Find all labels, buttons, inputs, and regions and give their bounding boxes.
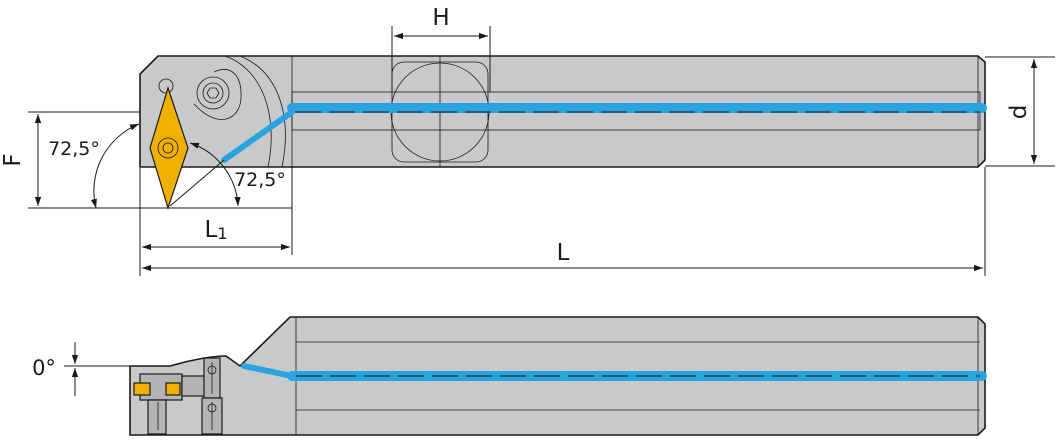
dimension-F: F (0, 111, 168, 209)
label-d: d (1006, 105, 1032, 120)
screw-icon (196, 76, 230, 110)
label-zero-angle: 0° (32, 356, 56, 380)
dimension-H: H (391, 5, 491, 92)
label-L1: L1 (204, 217, 227, 243)
dimension-d: d (985, 56, 1055, 167)
dimension-L: L (139, 167, 986, 276)
dimension-zero-angle: 0° (32, 342, 130, 396)
label-L: L (557, 240, 570, 266)
insert-side-right (165, 382, 181, 396)
dimension-L1: L1 (139, 167, 293, 255)
angle-left: 72,5° (48, 123, 140, 209)
insert-side-left (133, 382, 151, 396)
angle-right: 72,5° (168, 142, 292, 209)
label-angle-bottom: 72,5° (234, 169, 286, 191)
label-angle-top: 72,5° (48, 138, 100, 160)
label-F: F (0, 153, 26, 166)
label-H: H (432, 5, 449, 31)
side-view (129, 316, 987, 436)
